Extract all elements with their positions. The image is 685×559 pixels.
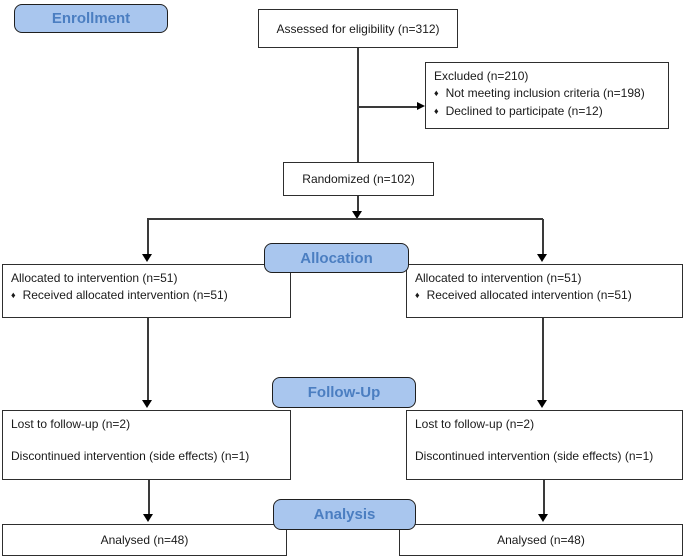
allocation-right-title: Allocated to intervention (n=51) <box>415 271 582 285</box>
diamond-bullet-icon: ♦ <box>11 290 16 301</box>
arrowhead-down-icon <box>142 254 152 262</box>
analysis-stage-badge: Analysis <box>273 499 416 530</box>
allocation-left-title: Allocated to intervention (n=51) <box>11 271 178 285</box>
connector-split-horizontal <box>147 218 543 220</box>
followup-stage-label: Follow-Up <box>307 384 381 401</box>
analysed-right-box: Analysed (n=48) <box>399 524 683 556</box>
diamond-bullet-icon: ♦ <box>415 290 420 301</box>
analysed-left-box: Analysed (n=48) <box>2 524 287 556</box>
arrowhead-down-icon <box>142 400 152 408</box>
followup-right-line1: Lost to follow-up (n=2) <box>415 417 535 431</box>
allocation-left-item: ♦ Received allocated intervention (n=51) <box>11 287 282 304</box>
arrowhead-down-icon <box>537 400 547 408</box>
arrowhead-down-icon <box>537 254 547 262</box>
connector-allocation-to-followup-left <box>147 318 149 401</box>
allocation-right-box: Allocated to intervention (n=51) ♦ Recei… <box>406 264 683 318</box>
followup-left-line2: Discontinued intervention (side effects)… <box>11 449 250 464</box>
enrollment-stage-badge: Enrollment <box>14 4 168 33</box>
followup-right-line2: Discontinued intervention (side effects)… <box>415 449 654 464</box>
arrowhead-down-icon <box>352 211 362 219</box>
assessed-eligibility-box: Assessed for eligibility (n=312) <box>258 9 458 48</box>
analysed-right-text: Analysed (n=48) <box>497 533 585 547</box>
excluded-box: Excluded (n=210) ♦ Not meeting inclusion… <box>425 62 669 129</box>
excluded-item: ♦ Declined to participate (n=12) <box>434 103 660 120</box>
excluded-item-text: Not meeting inclusion criteria (n=198) <box>445 86 645 101</box>
enrollment-stage-label: Enrollment <box>51 10 131 27</box>
followup-left-box: Lost to follow-up (n=2) Discontinued int… <box>2 410 291 480</box>
connector-allocation-to-followup-right <box>542 318 544 401</box>
connector-split-to-right-arm <box>542 219 544 255</box>
arrowhead-down-icon <box>143 514 153 522</box>
allocation-right-item: ♦ Received allocated intervention (n=51) <box>415 287 674 304</box>
allocation-left-box: Allocated to intervention (n=51) ♦ Recei… <box>2 264 291 318</box>
connector-followup-to-analysis-right <box>543 480 545 515</box>
randomized-box: Randomized (n=102) <box>283 162 434 196</box>
connector-randomized-to-split <box>357 196 359 212</box>
allocation-right-item-text: Received allocated intervention (n=51) <box>426 288 632 303</box>
analysis-stage-label: Analysis <box>313 506 376 523</box>
allocation-left-item-text: Received allocated intervention (n=51) <box>22 288 228 303</box>
arrowhead-right-icon <box>417 102 425 110</box>
followup-stage-badge: Follow-Up <box>272 377 416 408</box>
connector-followup-to-analysis-left <box>148 480 150 515</box>
arrowhead-down-icon <box>538 514 548 522</box>
followup-left-line1: Lost to follow-up (n=2) <box>11 417 131 431</box>
randomized-text: Randomized (n=102) <box>302 172 415 186</box>
analysed-left-text: Analysed (n=48) <box>100 533 189 547</box>
connector-split-to-left-arm <box>147 219 149 255</box>
allocation-stage-badge: Allocation <box>264 243 409 273</box>
diamond-bullet-icon: ♦ <box>434 88 439 99</box>
excluded-title: Excluded (n=210) <box>434 69 529 83</box>
allocation-stage-label: Allocation <box>300 249 373 267</box>
excluded-item-text: Declined to participate (n=12) <box>445 103 603 118</box>
connector-assessed-to-randomized <box>357 47 359 163</box>
assessed-eligibility-text: Assessed for eligibility (n=312) <box>276 21 440 36</box>
excluded-item: ♦ Not meeting inclusion criteria (n=198) <box>434 85 660 102</box>
followup-right-box: Lost to follow-up (n=2) Discontinued int… <box>406 410 683 480</box>
connector-branch-to-excluded <box>358 106 418 108</box>
diamond-bullet-icon: ♦ <box>434 105 439 116</box>
